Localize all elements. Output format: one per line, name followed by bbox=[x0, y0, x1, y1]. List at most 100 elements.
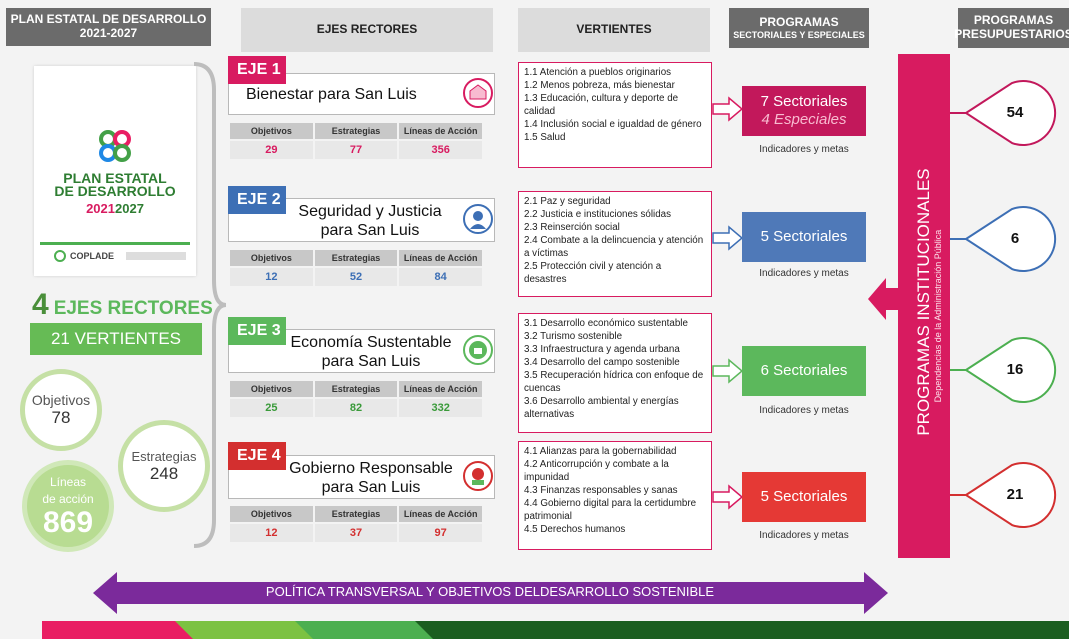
vertiente-item: 3.3 Infraestructura y agenda urbana bbox=[524, 344, 680, 355]
cover-org: COPLADE bbox=[70, 251, 115, 261]
eje-1-tag: EJE 1 bbox=[228, 56, 286, 84]
indicadores-3: Indicadores y metas bbox=[759, 405, 849, 416]
presupuestario-2: 6 bbox=[1010, 230, 1020, 247]
eje-2-estrategias: 52 bbox=[315, 268, 400, 286]
vertiente-item: 4.2 Anticorrupción y combate a la impuni… bbox=[524, 459, 669, 483]
th-estrategias: Estrategias bbox=[315, 250, 400, 266]
cover-year-start: 2021 bbox=[86, 201, 115, 216]
vertiente-item: 4.1 Alianzas para la gobernabilidad bbox=[524, 446, 677, 457]
cover-year-end: 2027 bbox=[115, 201, 144, 216]
vertiente-item: 2.4 Combate a la delincuencia y atención… bbox=[524, 235, 704, 259]
seguridad-icon bbox=[463, 204, 493, 234]
institucionales-subtitle: Dependencias de la Administración Públic… bbox=[933, 229, 943, 403]
eje-1-objetivos: 29 bbox=[230, 141, 315, 159]
cover-years: 20212027 bbox=[34, 201, 196, 216]
header-vertientes: VERTIENTES bbox=[518, 8, 710, 52]
eje-1-lineas: 356 bbox=[399, 141, 485, 159]
programa-2: 5 Sectoriales bbox=[742, 212, 866, 262]
eje-3-objetivos: 25 bbox=[230, 399, 315, 417]
bienestar-icon bbox=[463, 78, 493, 108]
vertiente-item: 4.3 Finanzas responsables y sanas bbox=[524, 485, 678, 496]
th-lineas: Líneas de Acción bbox=[399, 506, 485, 522]
th-objetivos: Objetivos bbox=[230, 506, 315, 522]
ejes-count-label: EJES RECTORES bbox=[53, 298, 213, 319]
eje-1-name: Bienestar para San Luis bbox=[246, 86, 417, 103]
plan-logo-icon bbox=[99, 130, 131, 162]
eje-4-name: Gobierno Responsable para San Luis bbox=[289, 460, 453, 497]
lineas-circle: Líneas de acción 869 bbox=[22, 460, 114, 552]
presupuestario-4: 21 bbox=[1006, 486, 1024, 503]
eje-3-estrategias: 82 bbox=[315, 399, 400, 417]
vertiente-item: 3.6 Desarrollo ambiental y energías alte… bbox=[524, 396, 679, 420]
vertientes-4: 4.1 Alianzas para la gobernabilidad 4.2 … bbox=[518, 441, 712, 550]
eje-3-box bbox=[228, 329, 495, 373]
vertiente-item: 1.5 Salud bbox=[524, 132, 566, 143]
vertiente-item: 2.1 Paz y seguridad bbox=[524, 196, 611, 207]
header-programas-sectoriales: PROGRAMAS SECTORIALES Y ESPECIALES bbox=[729, 8, 869, 48]
vertiente-item: 4.4 Gobierno digital para la certidumbre… bbox=[524, 498, 697, 522]
vertiente-item: 1.1 Atención a pueblos originarios bbox=[524, 67, 672, 78]
eje-1-estrategias: 77 bbox=[315, 141, 400, 159]
eje-4-estrategias: 37 bbox=[315, 524, 400, 542]
arrow-left-icon bbox=[868, 278, 900, 320]
gov-seal-icon bbox=[126, 252, 187, 260]
bottom-band bbox=[42, 621, 1069, 639]
objetivos-label: Objetivos bbox=[31, 392, 91, 408]
bracket-connector bbox=[193, 62, 227, 548]
eje-4-tag: EJE 4 bbox=[228, 442, 286, 470]
transversal-arrow bbox=[93, 572, 888, 614]
th-estrategias: Estrategias bbox=[315, 381, 400, 397]
vertiente-item: 4.5 Derechos humanos bbox=[524, 524, 626, 535]
vertiente-item: 2.2 Justicia e instituciones sólidas bbox=[524, 209, 672, 220]
header-programas-sub: SECTORIALES Y ESPECIALES bbox=[733, 29, 865, 40]
th-objetivos: Objetivos bbox=[230, 381, 315, 397]
header-ejes: EJES RECTORES bbox=[241, 8, 493, 52]
vertiente-item: 1.3 Educación, cultura y deporte de cali… bbox=[524, 93, 679, 117]
eje-4-lineas: 97 bbox=[399, 524, 485, 542]
th-estrategias: Estrategias bbox=[315, 123, 400, 139]
indicadores-1: Indicadores y metas bbox=[759, 144, 849, 155]
vertientes-badge: 21 VERTIENTES bbox=[30, 323, 202, 355]
th-objetivos: Objetivos bbox=[230, 123, 315, 139]
ejes-count: 4 EJES RECTORES bbox=[32, 288, 213, 322]
th-lineas: Líneas de Acción bbox=[399, 381, 485, 397]
objetivos-value: 78 bbox=[51, 408, 71, 427]
lineas-label: Líneas de acción bbox=[42, 475, 94, 506]
lineas-value: 869 bbox=[42, 506, 94, 539]
vertiente-item: 3.4 Desarrollo del campo sostenible bbox=[524, 357, 680, 368]
programa-4-line1: 5 Sectoriales bbox=[760, 488, 848, 505]
presupuestario-1: 54 bbox=[1006, 104, 1024, 121]
th-objetivos: Objetivos bbox=[230, 250, 315, 266]
estrategias-circle: Estrategias 248 bbox=[118, 420, 210, 512]
th-lineas: Líneas de Acción bbox=[399, 250, 485, 266]
header-plan: PLAN ESTATAL DE DESARROLLO 2021-2027 bbox=[6, 8, 211, 46]
ejes-count-number: 4 bbox=[32, 288, 49, 321]
th-lineas: Líneas de Acción bbox=[399, 123, 485, 139]
arrow-right-icon bbox=[712, 484, 744, 510]
programa-3: 6 Sectoriales bbox=[742, 346, 866, 396]
vertiente-item: 3.2 Turismo sostenible bbox=[524, 331, 623, 342]
cover-divider bbox=[40, 242, 190, 245]
programa-3-line1: 6 Sectoriales bbox=[760, 362, 848, 379]
programa-2-line1: 5 Sectoriales bbox=[760, 228, 848, 245]
eje-3-lineas: 332 bbox=[399, 399, 485, 417]
programa-1-line2: 4 Especiales bbox=[761, 111, 847, 128]
vertiente-item: 3.1 Desarrollo económico sustentable bbox=[524, 318, 688, 329]
estrategias-label: Estrategias bbox=[131, 448, 197, 464]
eje-2-name: Seguridad y Justicia para San Luis bbox=[298, 203, 442, 240]
vertientes-2: 2.1 Paz y seguridad 2.2 Justicia e insti… bbox=[518, 191, 712, 297]
eje-2-tag: EJE 2 bbox=[228, 186, 286, 214]
vertiente-item: 2.3 Reinserción social bbox=[524, 222, 620, 233]
arrow-right-icon bbox=[712, 358, 744, 384]
vertiente-item: 1.4 Inclusión social e igualdad de géner… bbox=[524, 119, 702, 130]
th-estrategias: Estrategias bbox=[315, 506, 400, 522]
eje-3-name: Economía Sustentable para San Luis bbox=[290, 334, 452, 371]
coplade-icon bbox=[54, 250, 66, 262]
vertiente-item: 2.5 Protección civil y atención a desast… bbox=[524, 261, 662, 285]
header-presupuestarios: PROGRAMAS PRESUPUESTARIOS bbox=[954, 8, 1069, 48]
programa-1-line1: 7 Sectoriales bbox=[760, 93, 848, 110]
objetivos-circle: Objetivos 78 bbox=[20, 369, 102, 451]
eje-4-objetivos: 12 bbox=[230, 524, 315, 542]
